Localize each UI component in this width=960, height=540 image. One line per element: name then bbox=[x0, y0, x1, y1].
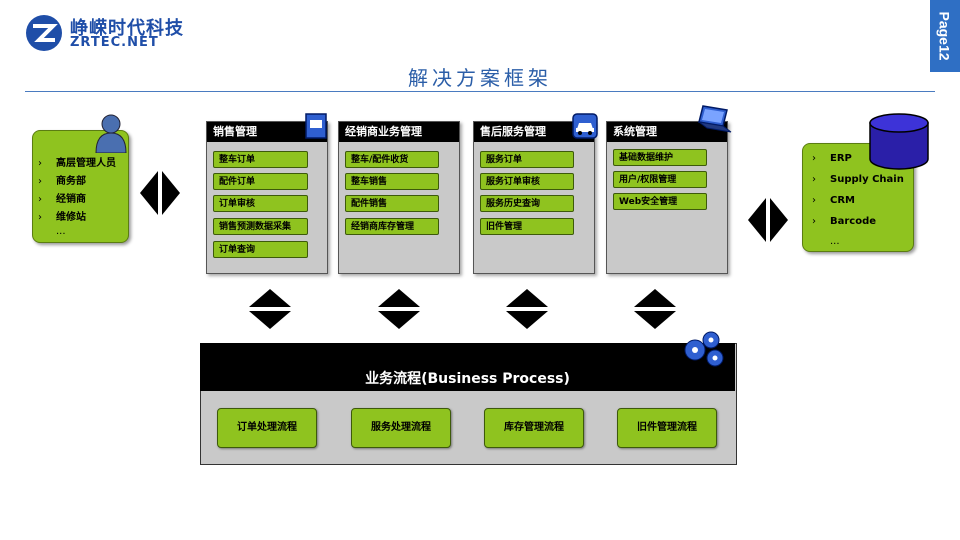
module-item[interactable]: 销售预测数据采集 bbox=[213, 218, 308, 235]
business-process-title: 业务流程(Business Process) bbox=[365, 371, 570, 387]
document-icon bbox=[305, 113, 327, 139]
left-item: ›商务部 bbox=[38, 176, 86, 187]
module-title: 销售管理 bbox=[207, 122, 327, 142]
module-item[interactable]: 整车销售 bbox=[345, 173, 439, 190]
module-item[interactable]: 整车订单 bbox=[213, 151, 308, 168]
laptop-icon bbox=[698, 105, 732, 133]
process-inventory-button[interactable]: 库存管理流程 bbox=[484, 408, 584, 448]
module-title: 经销商业务管理 bbox=[339, 122, 459, 142]
module-sales: 销售管理 整车订单 配件订单 订单审核 销售预测数据采集 订单查询 bbox=[206, 121, 328, 274]
left-item-more: ... bbox=[56, 226, 66, 237]
car-icon bbox=[572, 113, 598, 139]
module-title: 系统管理 bbox=[607, 122, 727, 142]
company-logo-icon bbox=[26, 15, 62, 51]
module-item[interactable]: 配件销售 bbox=[345, 195, 439, 212]
module-item[interactable]: 基础数据维护 bbox=[613, 149, 707, 166]
brand-name-cn: 峥嵘时代科技 bbox=[70, 18, 184, 39]
module-system: 系统管理 基础数据维护 用户/权限管理 Web安全管理 bbox=[606, 121, 728, 274]
module-item[interactable]: 订单查询 bbox=[213, 241, 308, 258]
right-item: ›Supply Chain bbox=[812, 174, 904, 185]
module-title: 售后服务管理 bbox=[474, 122, 594, 142]
module-item[interactable]: 服务订单审核 bbox=[480, 173, 574, 190]
module-after-sales: 售后服务管理 服务订单 服务订单审核 服务历史查询 旧件管理 bbox=[473, 121, 595, 274]
right-item-more: ... bbox=[830, 236, 840, 247]
database-icon bbox=[869, 113, 929, 170]
right-item: ›Barcode bbox=[812, 216, 877, 227]
up-down-arrow-icon bbox=[506, 289, 548, 329]
brand-name-en: ZRTEC.NET bbox=[70, 35, 159, 50]
right-item: ›ERP bbox=[812, 153, 852, 164]
gears-icon bbox=[684, 331, 724, 367]
module-item[interactable]: 经销商库存管理 bbox=[345, 218, 439, 235]
module-item[interactable]: 用户/权限管理 bbox=[613, 171, 707, 188]
title-divider bbox=[25, 91, 935, 92]
left-right-arrow-icon bbox=[748, 198, 788, 242]
left-item: ›高层管理人员 bbox=[38, 158, 116, 169]
business-process-header bbox=[200, 343, 735, 391]
module-item[interactable]: 服务订单 bbox=[480, 151, 574, 168]
left-right-arrow-icon bbox=[140, 171, 180, 215]
up-down-arrow-icon bbox=[249, 289, 291, 329]
module-item[interactable]: Web安全管理 bbox=[613, 193, 707, 210]
process-order-button[interactable]: 订单处理流程 bbox=[217, 408, 317, 448]
module-item[interactable]: 订单审核 bbox=[213, 195, 308, 212]
process-service-button[interactable]: 服务处理流程 bbox=[351, 408, 451, 448]
module-item[interactable]: 配件订单 bbox=[213, 173, 308, 190]
up-down-arrow-icon bbox=[378, 289, 420, 329]
left-item: ›维修站 bbox=[38, 212, 86, 223]
left-item: ›经销商 bbox=[38, 194, 86, 205]
right-item: ›CRM bbox=[812, 195, 855, 206]
page-title: 解决方案框架 bbox=[408, 66, 552, 90]
page-tab bbox=[930, 0, 960, 72]
module-dealer: 经销商业务管理 整车/配件收货 整车销售 配件销售 经销商库存管理 bbox=[338, 121, 460, 274]
module-item[interactable]: 整车/配件收货 bbox=[345, 151, 439, 168]
module-item[interactable]: 服务历史查询 bbox=[480, 195, 574, 212]
up-down-arrow-icon bbox=[634, 289, 676, 329]
user-icon bbox=[95, 114, 127, 153]
module-item[interactable]: 旧件管理 bbox=[480, 218, 574, 235]
process-old-parts-button[interactable]: 旧件管理流程 bbox=[617, 408, 717, 448]
